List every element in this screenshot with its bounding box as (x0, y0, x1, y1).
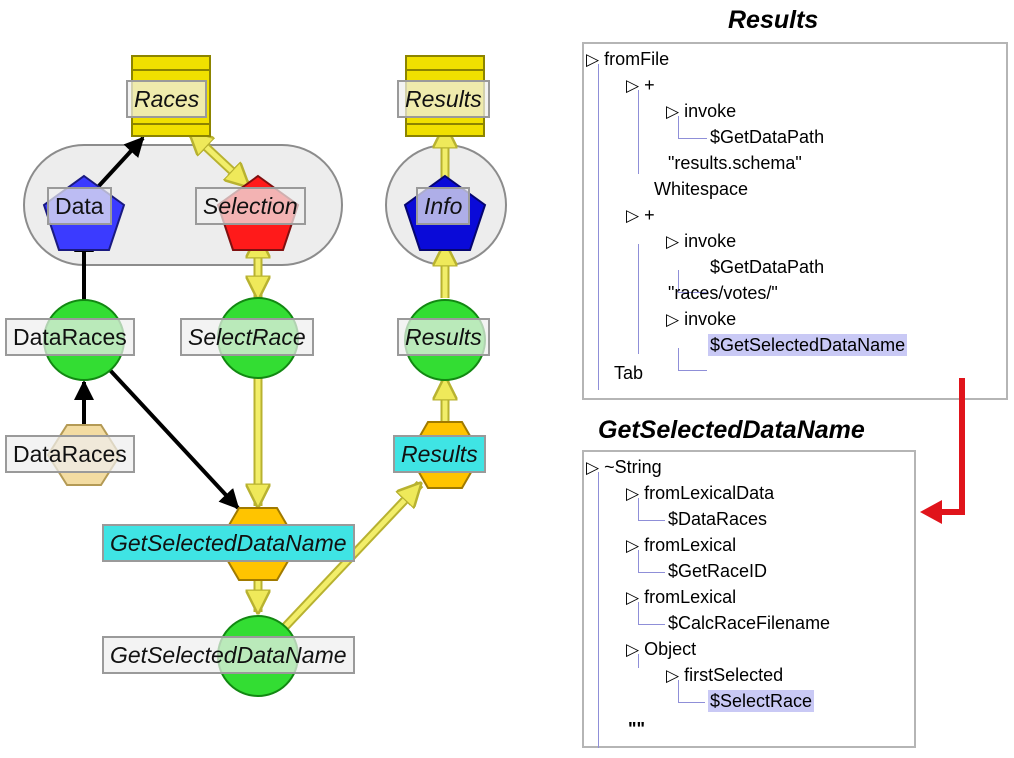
tree-node-label: ~String (604, 457, 662, 477)
label-selectrace: SelectRace (180, 318, 314, 356)
tree-guide (638, 244, 639, 354)
tree-node-label: fromLexical (644, 535, 737, 555)
tree-node-label: Object (644, 639, 697, 659)
expand-triangle-icon[interactable]: ▷ (626, 76, 640, 95)
tree-node-fromlexical-2[interactable]: ▷fromLexical (626, 586, 736, 609)
tree-guide (598, 64, 599, 390)
edge-dataraces-to-operator (106, 366, 240, 510)
tree-node-getdatapath[interactable]: $GetDataPath (710, 127, 825, 147)
label-dataraces-source: DataRaces (5, 435, 135, 473)
tree-node-fromlexicaldata[interactable]: ▷fromLexicalData (626, 482, 774, 505)
tree-node-label: invoke (684, 309, 737, 329)
label-getselected-bottom: GetSelectedDataName (102, 636, 355, 674)
expand-triangle-icon[interactable]: ▷ (666, 232, 680, 251)
tree-node-races-votes[interactable]: "races/votes/" (668, 283, 778, 303)
label-results-operator: Results (393, 435, 486, 473)
tree-guide (638, 90, 639, 174)
label-results-mid: Results (397, 318, 490, 356)
tree-guide (638, 654, 639, 668)
getselected-tree-panel: ▷~String ▷fromLexicalData $DataRaces ▷fr… (582, 450, 916, 748)
tree-elbow (678, 348, 707, 371)
tree-node-plus-2[interactable]: ▷+ (626, 204, 655, 227)
tree-node-calcracefilename[interactable]: $CalcRaceFilename (668, 613, 831, 633)
label-info: Info (416, 187, 471, 225)
label-data: Data (47, 187, 112, 225)
tree-node-label: invoke (684, 231, 737, 251)
getselected-panel-title: GetSelectedDataName (598, 416, 865, 444)
tree-node-label: + (644, 75, 655, 95)
expand-triangle-icon[interactable]: ▷ (666, 310, 680, 329)
expand-triangle-icon[interactable]: ▷ (626, 206, 640, 225)
label-selection: Selection (195, 187, 306, 225)
expand-triangle-icon[interactable]: ▷ (666, 102, 680, 121)
tree-elbow (638, 498, 665, 521)
tree-node-getselecteddataname[interactable]: $GetSelectedDataName (708, 334, 908, 356)
expand-triangle-icon[interactable]: ▷ (586, 458, 600, 477)
tree-node-whitespace[interactable]: Whitespace (654, 179, 749, 199)
tree-elbow (638, 602, 665, 625)
edge-data-to-races (95, 136, 145, 190)
expand-triangle-icon[interactable]: ▷ (586, 50, 600, 69)
tree-node-fromfile[interactable]: ▷fromFile (586, 48, 669, 71)
expand-triangle-icon[interactable]: ▷ (626, 640, 640, 659)
expand-triangle-icon[interactable]: ▷ (666, 666, 680, 685)
tree-elbow (638, 550, 665, 573)
edge-selection-races (190, 132, 248, 186)
tree-node-invoke[interactable]: ▷invoke (666, 100, 736, 123)
tree-guide (598, 472, 599, 748)
tree-node-label: fromLexical (644, 587, 737, 607)
tree-node-invoke-2[interactable]: ▷invoke (666, 230, 736, 253)
tree-elbow (678, 270, 707, 293)
tree-node-tab[interactable]: Tab (614, 363, 644, 383)
expand-triangle-icon[interactable]: ▷ (626, 484, 640, 503)
tree-node-invoke-3[interactable]: ▷invoke (666, 308, 736, 331)
tree-node-results-schema[interactable]: "results.schema" (668, 153, 802, 173)
label-dataraces: DataRaces (5, 318, 135, 356)
tree-node-label: + (644, 205, 655, 225)
tree-node-label: fromLexicalData (644, 483, 775, 503)
tree-node-firstselected[interactable]: ▷firstSelected (666, 664, 783, 687)
tree-node-plus[interactable]: ▷+ (626, 74, 655, 97)
tree-node-label: invoke (684, 101, 737, 121)
label-results-source: Results (397, 80, 490, 118)
label-getselected-operator: GetSelectedDataName (102, 524, 355, 562)
tree-node-object[interactable]: ▷Object (626, 638, 696, 661)
tree-node-selectrace[interactable]: $SelectRace (708, 690, 815, 712)
tree-elbow (678, 116, 707, 139)
results-panel-title: Results (728, 6, 819, 34)
tree-node-label: firstSelected (684, 665, 784, 685)
results-tree-panel: ▷fromFile ▷+ ▷invoke $GetDataPath "resul… (582, 42, 1008, 400)
link-arrow (920, 378, 965, 524)
tree-node-getraceid[interactable]: $GetRaceID (668, 561, 768, 581)
visualization-graph: Races Results Data Selection Info DataRa… (5, 55, 507, 697)
expand-triangle-icon[interactable]: ▷ (626, 536, 640, 555)
tree-node-dataraces[interactable]: $DataRaces (668, 509, 768, 529)
tree-node-fromlexical[interactable]: ▷fromLexical (626, 534, 736, 557)
label-races: Races (126, 80, 208, 118)
tree-elbow (678, 680, 705, 703)
tree-node-label: fromFile (604, 49, 670, 69)
expand-triangle-icon[interactable]: ▷ (626, 588, 640, 607)
tree-node-string[interactable]: ▷~String (586, 456, 662, 479)
tree-node-ellipsis[interactable]: "" (628, 719, 646, 739)
tree-node-getdatapath-2[interactable]: $GetDataPath (710, 257, 825, 277)
